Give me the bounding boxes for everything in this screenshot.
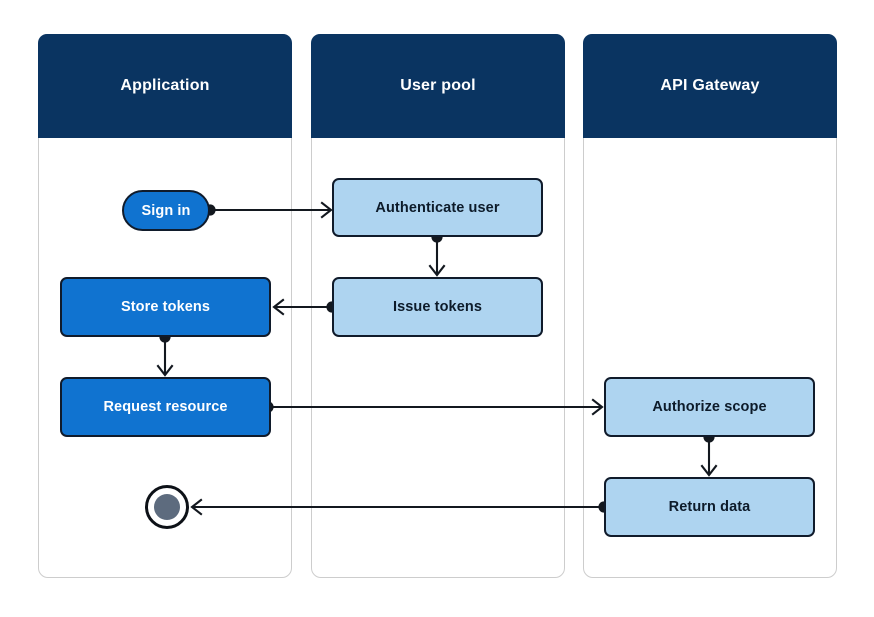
swimlane-header-user-pool: User pool [311,34,565,138]
swimlane-header-api-gateway: API Gateway [583,34,837,138]
swimlane-header-application: Application [38,34,292,138]
node-end-final-state[interactable] [145,485,189,529]
node-authenticate-user[interactable]: Authenticate user [332,178,543,237]
node-sign-in[interactable]: Sign in [122,190,210,231]
swimlane-title-api-gateway: API Gateway [660,77,760,94]
node-authorize-scope[interactable]: Authorize scope [604,377,815,437]
node-issue-tokens[interactable]: Issue tokens [332,277,543,337]
swimlane-title-user-pool: User pool [400,77,476,94]
node-store-tokens[interactable]: Store tokens [60,277,271,337]
node-return-data[interactable]: Return data [604,477,815,537]
swimlane-title-application: Application [120,77,210,94]
node-request-resource[interactable]: Request resource [60,377,271,437]
end-node-inner-circle [153,493,181,521]
